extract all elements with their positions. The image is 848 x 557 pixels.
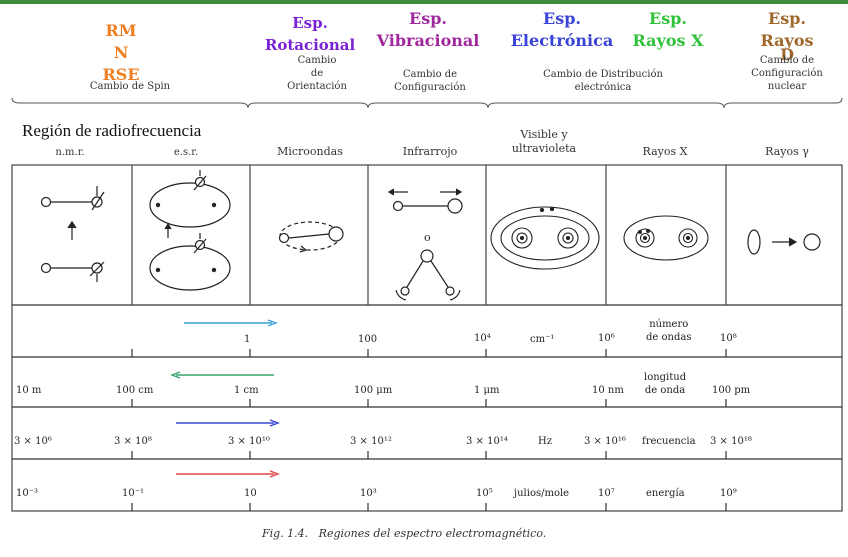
direction-arrows [172,320,278,477]
scale-frequency-row [12,407,842,459]
en-value-1e5: 10⁵ [476,488,493,499]
wl-value-100cm: 100 cm [116,385,153,396]
en-unit: julios/mole [514,488,569,499]
gamma-illustration [748,230,820,254]
fr-label: frecuencia [642,436,696,447]
wn-value-1e8: 10⁸ [720,333,737,344]
wn-value-1: 1 [244,334,250,345]
wn-value-1e6: 10⁶ [598,333,615,344]
esr-illustration [150,170,230,290]
fr-value-3e10: 3 × 10¹⁰ [228,436,270,447]
bracket-nuclear [724,98,842,108]
en-value-1e7: 10⁷ [598,488,615,499]
en-value-1e9: 10⁹ [720,488,737,499]
scale-wavenumber-row [12,305,842,357]
en-value-10: 10 [244,488,257,499]
wl-label: longitud de onda [644,371,686,397]
wn-value-1e4: 10⁴ [474,333,491,344]
fr-value-3e6: 3 × 10⁶ [14,436,52,447]
wl-value-1cm: 1 cm [234,385,259,396]
infrared-illustration [389,189,462,300]
en-label: energía [646,488,685,499]
xray-illustration [624,216,708,260]
nmr-illustration [42,186,105,282]
scale-wavelength-row [12,357,842,407]
fr-unit: Hz [538,436,552,447]
bracket-lines [12,98,842,108]
wn-label-l1: número [646,318,691,331]
bracket-distrib [488,103,724,108]
visible-uv-illustration [491,207,599,269]
en-value-1e3: 10³ [360,488,377,499]
wn-label-l2: de ondas [646,331,691,344]
bracket-config [368,103,488,108]
wl-label-l1: longitud [644,371,686,384]
wn-value-100: 100 [358,334,377,345]
figure-caption: Fig. 1.4. Regiones del espectro electrom… [262,527,546,540]
scale-grid [12,305,842,511]
microwave-illustration [280,222,344,252]
fr-value-3e8: 3 × 10⁸ [114,436,152,447]
wl-value-100pm: 100 pm [712,385,750,396]
wl-value-100um: 100 μm [354,385,392,396]
fr-value-3e14: 3 × 10¹⁴ [466,436,508,447]
en-value-1e-1: 10⁻¹ [122,488,144,499]
wn-label: número de ondas [646,318,691,344]
wl-value-10nm: 10 nm [592,385,624,396]
fr-value-3e18: 3 × 10¹⁸ [710,436,752,447]
wn-unit: cm⁻¹ [530,334,554,345]
bracket-spin [12,98,248,108]
en-value-1e-3: 10⁻³ [16,488,38,499]
bracket-orient [248,103,368,108]
infrared-or-label: o [424,231,431,244]
wl-label-l2: de onda [644,384,686,397]
scale-ticks [132,349,726,511]
fr-value-3e12: 3 × 10¹² [350,436,392,447]
wl-value-1um: 1 μm [474,385,500,396]
fr-value-3e16: 3 × 10¹⁶ [584,436,626,447]
scale-energy-row [12,459,842,511]
wl-value-10m: 10 m [16,385,41,396]
